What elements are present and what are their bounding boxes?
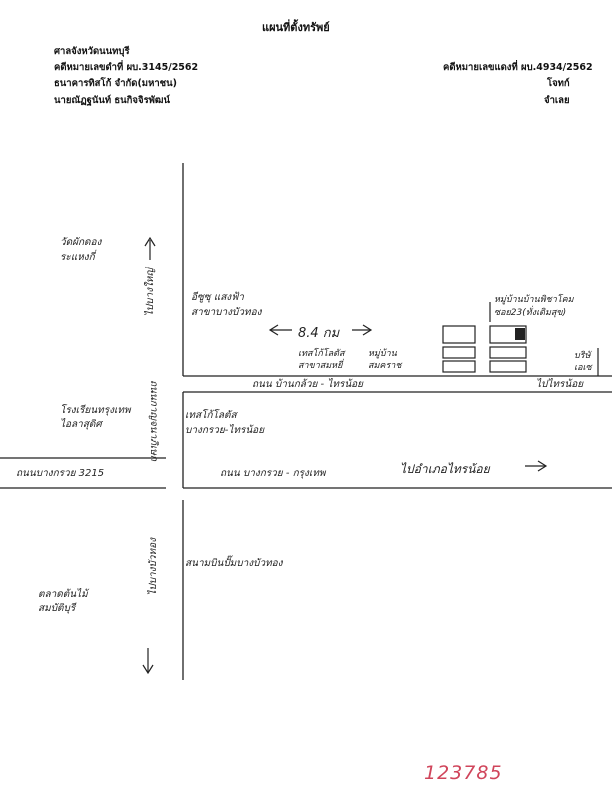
left-mid-place: โรงเรียนทรุงเทพไอลาสุดิศ [60, 405, 131, 430]
tesco-mid-label: เทสโก้โลตัสบางกรวย-ไทรน้อย [185, 410, 265, 436]
court-name: ศาลจังหวัดนนทบุรี [54, 46, 130, 57]
to-sainoi-label: ไปไทรน้อย [536, 379, 584, 390]
red-case-number: คดีหมายเลขแดงที่ ผบ.4934/2562 [443, 62, 593, 73]
plaintiff-name: ธนาคารทิสโก้ จำกัด(มหาชน) [54, 78, 177, 89]
case-stamp: 123785 [424, 762, 503, 784]
plaintiff-role: โจทก์ [547, 78, 570, 89]
black-case-number: คดีหมายเลขดำที่ ผบ.3145/2562 [54, 62, 199, 73]
left-top-place: วัดผักดองระแหงกี่ [60, 237, 102, 263]
main-road-label: ถนน บางกรวย - กรุงเทพ [220, 468, 326, 479]
defendant-name: นายณัฏฐนันท์ ธนกิจจิรพัฒน์ [54, 95, 171, 106]
to-amphoe-label: ไปอำเภอไทรน้อย [400, 462, 490, 476]
to-bangyai-label: ไปบางใหญ่ [145, 268, 156, 317]
right-edge-label: บริษัเอเซ [574, 351, 592, 373]
top-road-label: ถนน บ้านกล้วย - ไทรน้อย [252, 379, 364, 390]
defendant-role: จำเลย [544, 95, 570, 106]
distance-label: 8.4 กม [298, 326, 340, 341]
vertical-road-label: ถนนกาญจนาภิเษก [148, 380, 159, 461]
page-title: แผนที่ตั้งทรัพย์ [262, 21, 330, 34]
tesco-top-label: เทสโก้โลตัสสาขาสมหยี่ [298, 349, 345, 371]
left-bottom-place: ตลาดต้นไม้สมบัติบุรี [38, 589, 88, 614]
left-road-label: ถนนบางกรวย 3215 [16, 468, 105, 479]
to-bangbuathong-label: ไปบางบัวทอง [148, 538, 159, 596]
village-small-label: หมู่บ้านสมคราช [368, 349, 402, 371]
isuzu-store-label: อีซูซุ แสงฟ้าสาขาบางบัวทอง [191, 292, 262, 318]
bottom-place-label: สนามบินปั๊มบางบัวทอง [185, 558, 283, 569]
village-main-label: หมู่บ้านบ้านพิชาโคมซอย23(ทั่งเดิมสุข) [494, 295, 574, 318]
